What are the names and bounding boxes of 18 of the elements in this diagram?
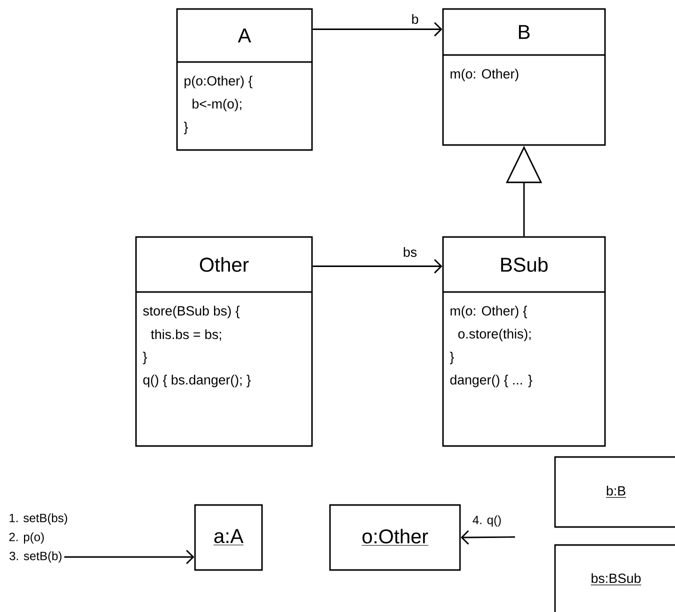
- object-box: b:B: [554, 456, 675, 528]
- arrow: [64, 550, 194, 564]
- class-box: BSub m(o: Other) { o.store(this); } danger() { ... }: [442, 236, 606, 447]
- edge-label: 4. q(): [471, 514, 503, 528]
- edge-label: bs: [402, 246, 418, 258]
- arrow: [312, 22, 442, 36]
- message-label: 1. setB(bs): [10, 513, 68, 525]
- edge-label: b: [410, 12, 420, 26]
- message-label: 3. setB(b): [10, 551, 62, 563]
- message-label: 2. p(o): [9, 532, 44, 544]
- arrow: [312, 259, 442, 274]
- object-box: o:Other: [329, 504, 461, 571]
- class-box: A p(o:Other) { b<-m(o); }: [176, 8, 313, 151]
- arrow: [460, 530, 516, 545]
- class-box: Other store(BSub bs) { this.bs = bs; } q() { bs.danger(); }: [135, 236, 313, 447]
- class-box: B m(o: Other): [442, 8, 606, 146]
- object-box: a:A: [194, 504, 263, 571]
- object-box: bs:BSub: [554, 544, 675, 612]
